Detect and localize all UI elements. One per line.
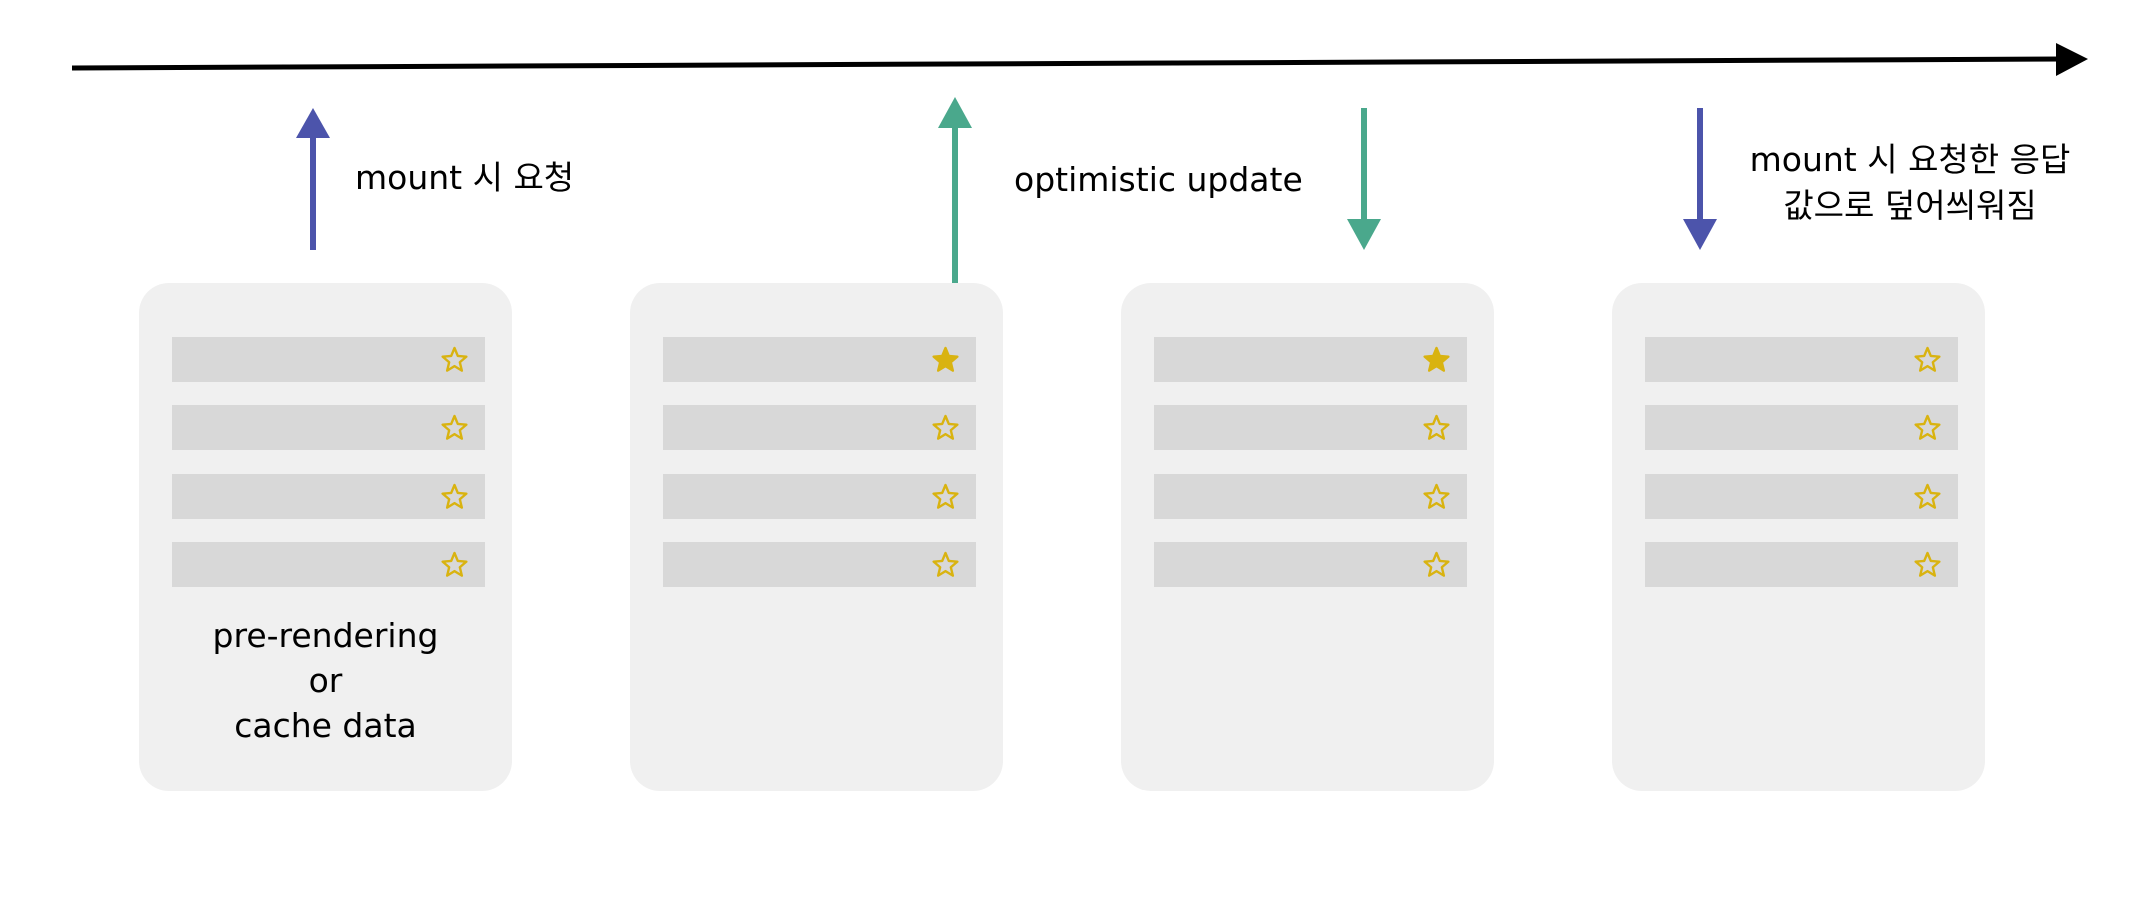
list-item [663, 542, 976, 587]
star-outline-icon[interactable] [440, 413, 469, 442]
mount-request-arrow [296, 108, 330, 250]
list-card [1121, 283, 1494, 791]
list-item [1645, 337, 1958, 382]
star-outline-icon[interactable] [931, 413, 960, 442]
star-filled-icon[interactable] [931, 345, 960, 374]
mount-request-label: mount 시 요청 [355, 158, 575, 197]
list-item [1645, 474, 1958, 519]
star-outline-icon[interactable] [440, 482, 469, 511]
mount-response-arrow [1683, 108, 1717, 250]
star-filled-icon[interactable] [1422, 345, 1451, 374]
list-item [172, 337, 485, 382]
optimistic-response-arrowhead [1347, 219, 1381, 250]
list-item [663, 337, 976, 382]
list-card [1612, 283, 1985, 791]
star-outline-icon[interactable] [931, 550, 960, 579]
star-outline-icon[interactable] [1913, 550, 1942, 579]
list-card [630, 283, 1003, 791]
list-item [1645, 542, 1958, 587]
star-outline-icon[interactable] [1422, 413, 1451, 442]
star-outline-icon[interactable] [1422, 482, 1451, 511]
card-caption: pre-rendering or cache data [212, 616, 439, 745]
star-outline-icon[interactable] [931, 482, 960, 511]
list-item [663, 474, 976, 519]
overwritten-label: mount 시 요청한 응답 값으로 덮어씌워짐 [1749, 140, 2071, 225]
list-card: pre-rendering or cache data [139, 283, 512, 791]
list-item [1154, 474, 1467, 519]
timeline-arrowhead [2056, 43, 2088, 76]
star-outline-icon[interactable] [1913, 345, 1942, 374]
star-outline-icon[interactable] [440, 550, 469, 579]
star-outline-icon[interactable] [1913, 413, 1942, 442]
optimistic-response-arrow [1347, 108, 1381, 250]
star-outline-icon[interactable] [1913, 482, 1942, 511]
list-item [172, 474, 485, 519]
list-item [172, 405, 485, 450]
list-item [1154, 542, 1467, 587]
timeline-arrow [71, 43, 2088, 76]
optimistic-update-arrowhead [938, 97, 972, 128]
list-item [663, 405, 976, 450]
mount-response-arrowhead [1683, 219, 1717, 250]
list-item [172, 542, 485, 587]
timeline-line [71, 56, 2066, 71]
list-item [1645, 405, 1958, 450]
list-item [1154, 337, 1467, 382]
list-item [1154, 405, 1467, 450]
mount-request-arrowhead [296, 108, 330, 138]
optimistic-update-label: optimistic update [1014, 160, 1303, 199]
star-outline-icon[interactable] [440, 345, 469, 374]
star-outline-icon[interactable] [1422, 550, 1451, 579]
